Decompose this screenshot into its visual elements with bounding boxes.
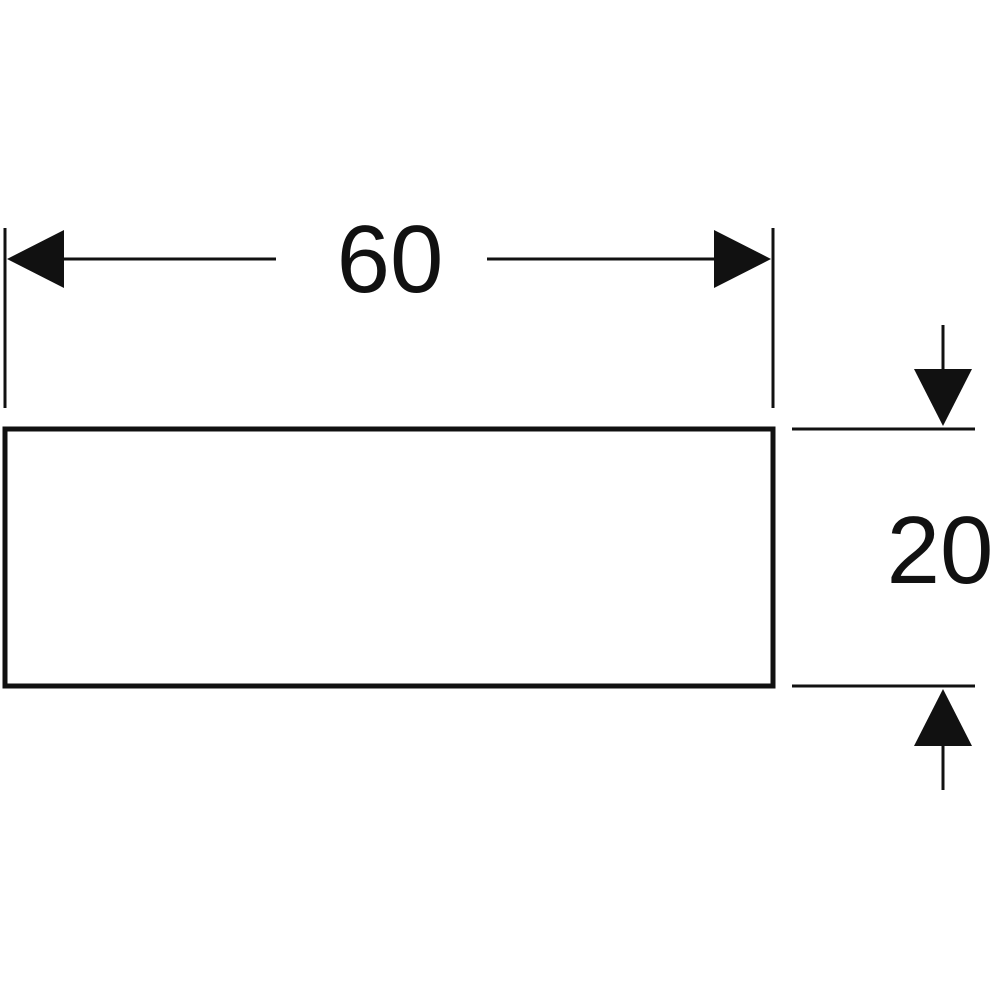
part-outline xyxy=(2,426,776,689)
height-arrowhead-bottom-icon xyxy=(914,689,972,746)
height-dimension-label: 20 xyxy=(887,497,994,604)
width-arrowhead-right-icon xyxy=(714,230,771,288)
width-dimension-label: 60 xyxy=(337,206,444,313)
height-arrowhead-top-icon xyxy=(914,369,972,426)
width-arrowhead-left-icon xyxy=(7,230,64,288)
